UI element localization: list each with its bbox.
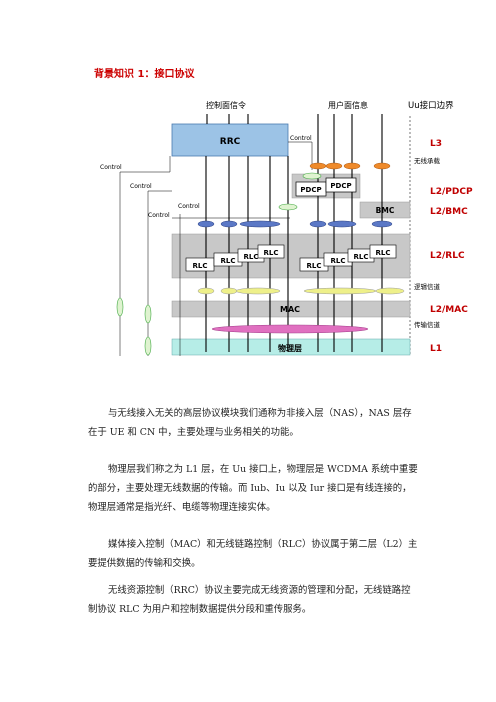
logical-channel-saps: [197, 287, 405, 295]
control-label-4: Control: [148, 212, 170, 219]
paragraph-physical-layer: 物理层我们称之为 L1 层，在 Uu 接口上，物理层是 WCDMA 系统中重要的…: [88, 464, 418, 513]
mac-band: [171, 300, 411, 318]
control-lines: [119, 141, 313, 356]
transport-channel-sap: [211, 324, 369, 334]
rlc-label-8: RLC: [376, 249, 391, 257]
protocol-stack-diagram: 控制面信令 用户面信息 Uu接口边界 RRC Control Control C…: [100, 100, 473, 356]
rrc-label: RRC: [220, 137, 241, 147]
layer-label-l1: L1: [430, 344, 442, 354]
pdcp-box-2: [325, 177, 357, 193]
page-title: 背景知识 1：接口协议: [94, 69, 195, 80]
rlc-label-1: RLC: [193, 262, 208, 270]
transport-channel-label: 传输信道: [414, 320, 441, 329]
rlc-label-3: RLC: [244, 253, 259, 261]
rrc-block: [171, 123, 289, 157]
user-plane-label: 用户面信息: [328, 100, 368, 110]
control-label-5: Control: [290, 135, 312, 142]
phy-band: [171, 338, 411, 356]
control-sap-ellipses: [116, 172, 322, 356]
radio-bearer-label: 无线承载: [414, 156, 441, 165]
rlc-boxes: [185, 244, 397, 272]
uu-boundary-label: Uu接口边界: [408, 100, 454, 111]
rlc-label-4: RLC: [264, 249, 279, 257]
bmc-label: BMC: [376, 206, 395, 215]
paragraph-mac-rlc: 媒体接入控制（MAC）和无线链路控制（RLC）协议属于第二层（L2）主要提供数据…: [88, 539, 418, 569]
rlc-label-7: RLC: [354, 253, 369, 261]
layer-label-l2-bmc: L2/BMC: [430, 207, 468, 217]
rlc-label-6: RLC: [331, 257, 346, 265]
layer-label-l2-mac: L2/MAC: [430, 305, 468, 315]
control-plane-label: 控制面信令: [206, 100, 246, 110]
rlc-label-5: RLC: [307, 262, 322, 270]
mac-label: MAC: [280, 305, 300, 314]
layer-label-l2-rlc: L2/RLC: [430, 251, 465, 261]
radio-bearer-saps: [309, 162, 391, 170]
logical-channel-label: 逻辑信道: [414, 282, 441, 291]
control-label-3: Control: [178, 203, 200, 210]
rlc-saps: [197, 220, 393, 228]
rlc-label-2: RLC: [221, 257, 236, 265]
layer-label-l2-pdcp: L2/PDCP: [430, 187, 473, 197]
pdcp-label-1: PDCP: [300, 186, 321, 194]
bmc-band: [359, 201, 411, 219]
layer-label-l3: L3: [430, 139, 442, 149]
phy-label: 物理层: [278, 343, 302, 353]
pdcp-label-2: PDCP: [330, 182, 351, 190]
control-label-2: Control: [130, 183, 152, 190]
paragraph-rrc: 无线资源控制（RRC）协议主要完成无线资源的管理和分配，无线链路控制协议 RLC…: [88, 585, 411, 615]
paragraph-nas: 与无线接入无关的高层协议模块我们通称为非接入层（NAS），NAS 层存在于 UE…: [88, 408, 412, 438]
control-label-1: Control: [100, 164, 122, 171]
